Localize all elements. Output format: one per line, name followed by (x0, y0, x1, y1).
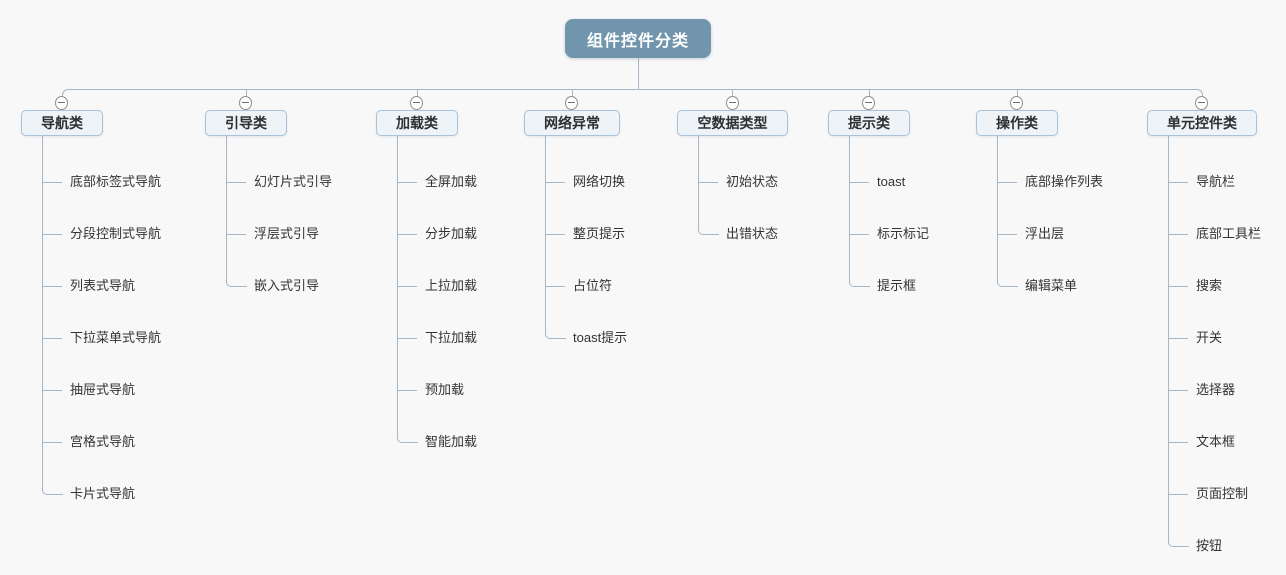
child-node[interactable]: 列表式导航 (70, 278, 136, 293)
collapse-minus-icon[interactable] (1010, 96, 1023, 110)
child-node[interactable]: 出错状态 (726, 226, 779, 241)
connector-tick (1168, 442, 1188, 443)
connector-tick (42, 390, 62, 391)
branch-node-tips[interactable]: 提示类 (828, 110, 910, 136)
branch-node-navigation[interactable]: 导航类 (21, 110, 103, 136)
connector-branch-line (997, 136, 1018, 287)
connector-tick (1168, 234, 1188, 235)
child-node[interactable]: 嵌入式引导 (254, 278, 320, 293)
collapse-minus-icon[interactable] (726, 96, 739, 110)
child-node[interactable]: 幻灯片式引导 (254, 174, 333, 189)
connector-tick (545, 234, 565, 235)
child-node[interactable]: 整页提示 (573, 226, 626, 241)
connector-tick (545, 182, 565, 183)
child-node[interactable]: 文本框 (1196, 434, 1236, 449)
connector-tick (42, 286, 62, 287)
connector-branch-line (698, 136, 719, 235)
connector-branch-line (397, 136, 418, 443)
child-node[interactable]: 按钮 (1196, 538, 1223, 553)
collapse-minus-icon[interactable] (55, 96, 68, 110)
child-node[interactable]: 分段控制式导航 (70, 226, 162, 241)
collapse-minus-icon[interactable] (565, 96, 578, 110)
branch-node-empty-data[interactable]: 空数据类型 (677, 110, 788, 136)
connector-branch-line (42, 136, 63, 495)
connector-tick (397, 390, 417, 391)
connector-tick (1168, 494, 1188, 495)
connector-tick (849, 234, 869, 235)
connector-tick (226, 182, 246, 183)
child-node[interactable]: 底部工具栏 (1196, 226, 1262, 241)
connector-tick (397, 234, 417, 235)
collapse-minus-icon[interactable] (239, 96, 252, 110)
child-node[interactable]: 全屏加载 (425, 174, 478, 189)
branch-node-loading[interactable]: 加载类 (376, 110, 458, 136)
branch-node-guidance[interactable]: 引导类 (205, 110, 287, 136)
child-node[interactable]: 选择器 (1196, 382, 1236, 397)
child-node[interactable]: 卡片式导航 (70, 486, 136, 501)
connector-branch-line (849, 136, 870, 287)
connector-tick (42, 234, 62, 235)
child-node[interactable]: 抽屉式导航 (70, 382, 136, 397)
child-node[interactable]: 占位符 (573, 278, 613, 293)
child-node[interactable]: 页面控制 (1196, 486, 1249, 501)
connector-tick (997, 234, 1017, 235)
child-node[interactable]: 底部标签式导航 (70, 174, 162, 189)
connector-branch-line (545, 136, 566, 339)
connector-tick (1168, 338, 1188, 339)
root-node[interactable]: 组件控件分类 (565, 19, 711, 58)
branch-node-action[interactable]: 操作类 (976, 110, 1058, 136)
child-node[interactable]: 编辑菜单 (1025, 278, 1078, 293)
child-node[interactable]: 初始状态 (726, 174, 779, 189)
connector-tick (1168, 182, 1188, 183)
child-node[interactable]: 底部操作列表 (1025, 174, 1104, 189)
child-node[interactable]: 导航栏 (1196, 174, 1236, 189)
connector-tick (397, 286, 417, 287)
branch-node-unit-controls[interactable]: 单元控件类 (1147, 110, 1257, 136)
connector-tick (545, 286, 565, 287)
collapse-minus-icon[interactable] (862, 96, 875, 110)
child-node[interactable]: toast (877, 174, 906, 189)
connector-line (62, 89, 639, 110)
connector-tick (698, 182, 718, 183)
child-node[interactable]: 网络切换 (573, 174, 626, 189)
connector-root-stem (638, 58, 639, 90)
child-node[interactable]: 分步加载 (425, 226, 478, 241)
connector-branch-line (1168, 136, 1189, 547)
connector-tick (1168, 390, 1188, 391)
connector-line (638, 89, 1203, 110)
child-node[interactable]: 宫格式导航 (70, 434, 136, 449)
connector-tick (997, 182, 1017, 183)
child-node[interactable]: toast提示 (573, 330, 628, 345)
collapse-minus-icon[interactable] (410, 96, 423, 110)
child-node[interactable]: 开关 (1196, 330, 1223, 345)
connector-tick (397, 182, 417, 183)
connector-tick (849, 182, 869, 183)
connector-tick (226, 234, 246, 235)
connector-branch-line (226, 136, 247, 287)
connector-tick (42, 338, 62, 339)
branch-node-network-error[interactable]: 网络异常 (524, 110, 620, 136)
child-node[interactable]: 上拉加载 (425, 278, 478, 293)
child-node[interactable]: 搜索 (1196, 278, 1223, 293)
child-node[interactable]: 下拉加载 (425, 330, 478, 345)
child-node[interactable]: 预加载 (425, 382, 465, 397)
child-node[interactable]: 下拉菜单式导航 (70, 330, 162, 345)
connector-tick (1168, 286, 1188, 287)
connector-tick (42, 442, 62, 443)
connector-tick (42, 182, 62, 183)
child-node[interactable]: 浮出层 (1025, 226, 1065, 241)
child-node[interactable]: 智能加载 (425, 434, 478, 449)
collapse-minus-icon[interactable] (1195, 96, 1208, 110)
connector-tick (397, 338, 417, 339)
child-node[interactable]: 提示框 (877, 278, 917, 293)
child-node[interactable]: 浮层式引导 (254, 226, 320, 241)
child-node[interactable]: 标示标记 (877, 226, 930, 241)
